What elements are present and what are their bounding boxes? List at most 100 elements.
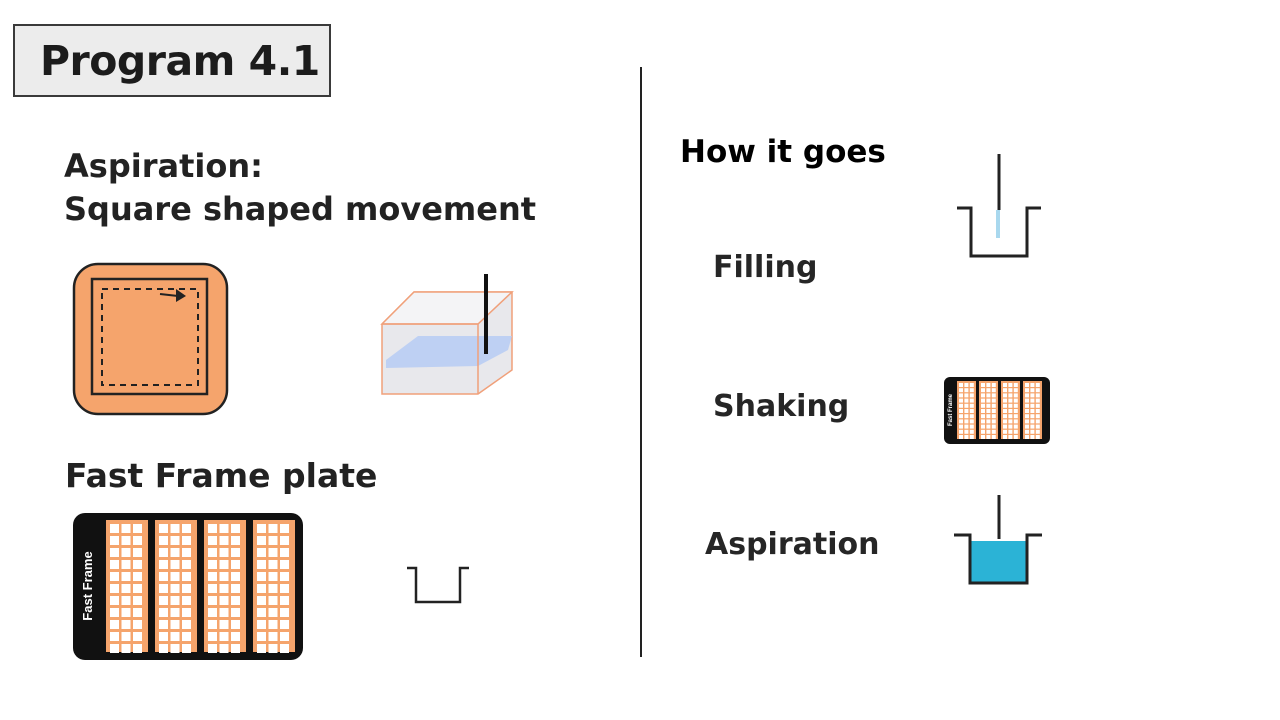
plate-well — [257, 572, 266, 581]
plate-well — [110, 620, 119, 629]
plate-well — [1003, 393, 1007, 398]
plate-well — [1003, 398, 1007, 403]
plate-well — [959, 414, 963, 419]
plate-well — [257, 620, 266, 629]
plate-well — [1008, 383, 1013, 387]
plate-well — [1013, 403, 1018, 408]
plate-well — [1035, 429, 1040, 434]
plate-well — [1008, 435, 1013, 439]
plate-well — [170, 644, 180, 653]
plate-well — [110, 608, 119, 617]
plate-well — [280, 620, 289, 629]
plate-well — [981, 383, 985, 387]
plate-well — [110, 644, 119, 653]
plate-well — [981, 429, 985, 434]
plate-well — [969, 398, 974, 403]
plate-well — [1025, 403, 1029, 408]
plate-well — [1030, 429, 1035, 434]
plate-well — [1003, 409, 1007, 413]
plate-well — [1003, 435, 1007, 439]
plate-well — [182, 644, 191, 653]
plate-well — [986, 398, 991, 403]
plate-well — [182, 560, 191, 569]
fast-frame-heading: Fast Frame plate — [65, 456, 378, 495]
step-shaking-label: Shaking — [713, 389, 850, 424]
plate-well — [170, 524, 180, 533]
plate-well — [959, 429, 963, 434]
plate-well — [170, 584, 180, 593]
plate-well — [280, 572, 289, 581]
plate-well — [1013, 429, 1018, 434]
plate-well — [159, 572, 168, 581]
plate-well — [1013, 383, 1018, 387]
aspiration-heading-line2: Square shaped movement — [64, 190, 537, 228]
plate-well — [1003, 419, 1007, 424]
plate-well — [1030, 435, 1035, 439]
plate-well — [959, 383, 963, 387]
plate-well — [121, 584, 131, 593]
plate-well — [182, 596, 191, 605]
plate-well — [268, 536, 278, 545]
plate-well — [969, 388, 974, 393]
plate-well — [121, 560, 131, 569]
plate-well — [110, 596, 119, 605]
plate-well — [231, 632, 240, 641]
plate-well — [170, 560, 180, 569]
plate-well — [964, 414, 969, 419]
plate-well — [969, 393, 974, 398]
plate-well — [1030, 398, 1035, 403]
plate-well — [1025, 419, 1029, 424]
plate-well — [986, 388, 991, 393]
plate-well — [182, 548, 191, 557]
plate-well — [268, 632, 278, 641]
plate-well — [986, 424, 991, 429]
plate-well — [231, 560, 240, 569]
plate-well — [268, 644, 278, 653]
plate-well — [182, 524, 191, 533]
plate-well — [121, 620, 131, 629]
plate-well — [170, 548, 180, 557]
plate-well — [969, 409, 974, 413]
plate-well — [208, 596, 217, 605]
plate-well — [969, 435, 974, 439]
plate-well — [133, 560, 142, 569]
plate-well — [959, 424, 963, 429]
plate-well — [1013, 419, 1018, 424]
plate-well — [219, 608, 229, 617]
plate-well — [991, 429, 996, 434]
plate-well — [280, 608, 289, 617]
plate-well — [1008, 424, 1013, 429]
plate-well — [1025, 393, 1029, 398]
plate-well — [182, 632, 191, 641]
plate-well — [182, 572, 191, 581]
plate-well — [991, 383, 996, 387]
plate-well — [257, 608, 266, 617]
plate-well — [231, 536, 240, 545]
plate-well — [1008, 429, 1013, 434]
plate-well — [208, 560, 217, 569]
plate-well — [208, 632, 217, 641]
plate-well — [231, 620, 240, 629]
plate-well — [1008, 403, 1013, 408]
plate-well — [257, 524, 266, 533]
plate-well — [1035, 435, 1040, 439]
plate-well — [1030, 409, 1035, 413]
plate-well — [280, 536, 289, 545]
plate-well — [969, 383, 974, 387]
plate-well — [1013, 388, 1018, 393]
plate-well — [991, 435, 996, 439]
plate-well — [1025, 388, 1029, 393]
plate-well — [981, 414, 985, 419]
plate-well — [1035, 409, 1040, 413]
plate-well — [959, 409, 963, 413]
aspiration-heading-line1: Aspiration: — [64, 147, 263, 185]
plate-well — [991, 424, 996, 429]
shaking-plate-icon: Fast Frame — [944, 377, 1050, 444]
plate-well — [1013, 393, 1018, 398]
step-aspiration-label: Aspiration — [705, 527, 880, 562]
filling-well-icon — [957, 154, 1041, 258]
plate-well — [964, 383, 969, 387]
plate-well — [110, 584, 119, 593]
plate-well — [257, 644, 266, 653]
plate-well — [159, 608, 168, 617]
